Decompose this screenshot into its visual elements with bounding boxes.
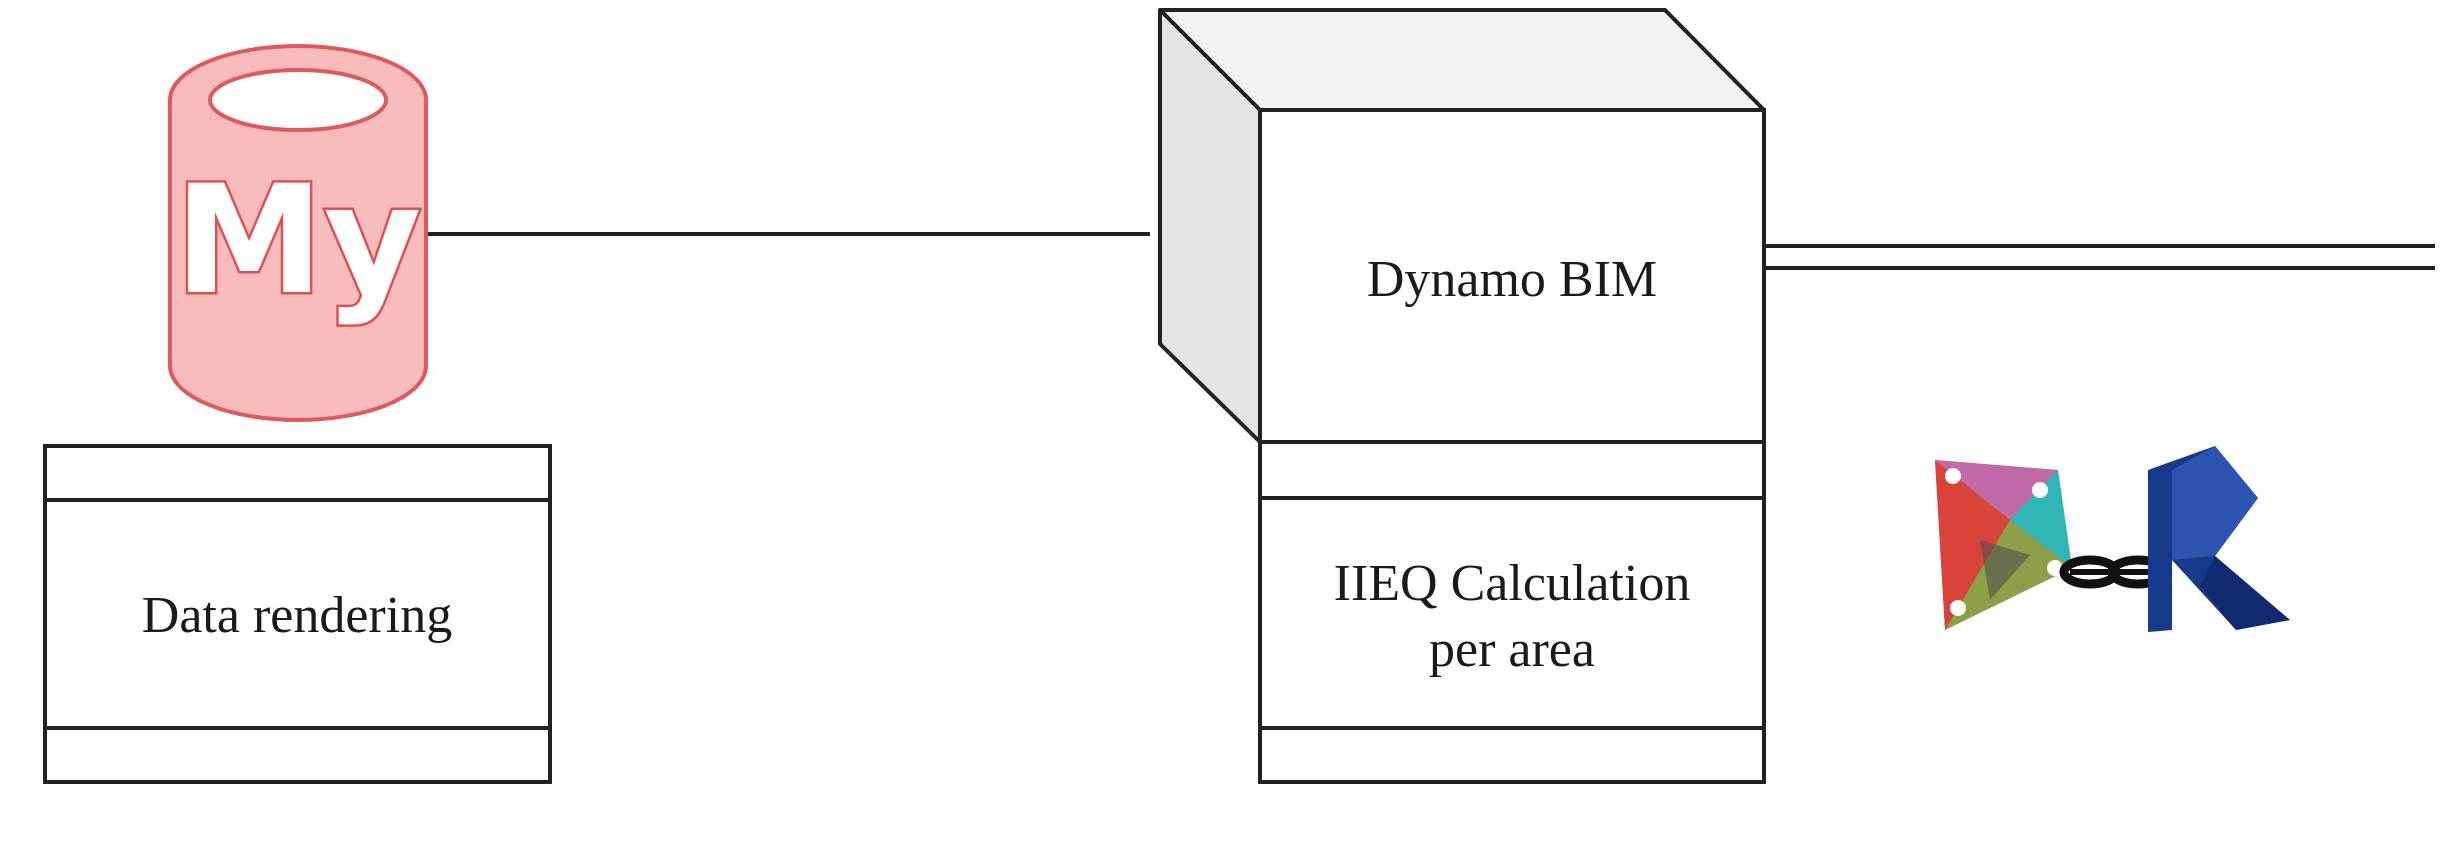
dynamo-bim-node: Dynamo BIM [1158, 8, 1766, 444]
ieq-calculation-label-line1: IIEQ Calculation [1334, 555, 1691, 612]
dynamo-revit-link-logos [1935, 446, 2290, 632]
data-rendering-node: Data rendering [43, 444, 552, 784]
data-rendering-label: Data rendering [142, 587, 452, 644]
dynamo-bim-label: Dynamo BIM [1367, 251, 1657, 308]
ieq-calculation-label-line2: per area [1429, 621, 1595, 678]
mysql-database-icon: My [168, 44, 428, 422]
database-logo-text: My [174, 154, 421, 328]
ieq-calculation-node: IIEQ Calculation per area [1258, 440, 1766, 784]
dynamo-logo-icon [1935, 460, 2072, 630]
revit-logo-icon [2148, 446, 2290, 632]
